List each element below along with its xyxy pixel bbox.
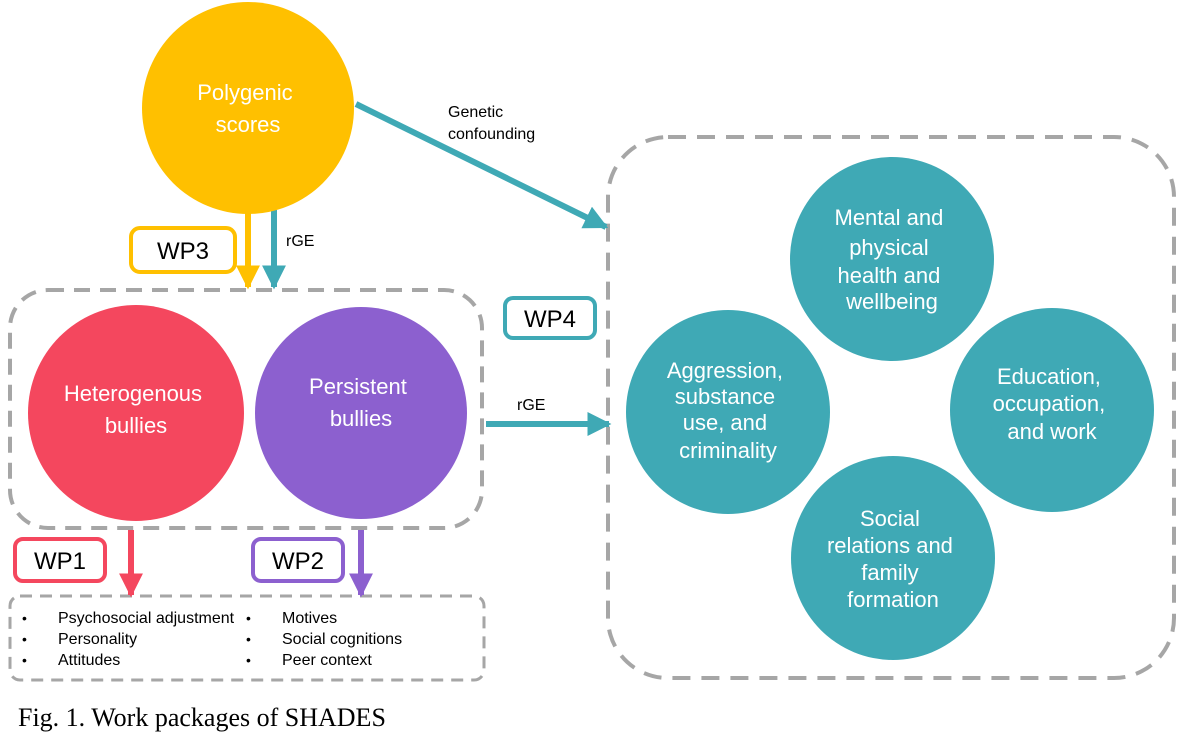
mental-line-3: health and — [838, 263, 941, 288]
svg-text:Aggression, substance: Aggression, substance use, and criminali… — [667, 358, 789, 463]
figure-caption: Fig. 1. Work packages of SHADES — [18, 703, 386, 732]
bullet-dot: • — [22, 610, 27, 626]
education-line-3: and work — [1007, 419, 1097, 444]
svg-text:Social relations and: Social relations and family formation — [827, 506, 959, 612]
left-factors-list: • • • Psychosocial adjustment Personalit… — [22, 610, 235, 669]
bullet-dot: • — [246, 631, 251, 647]
persistent-line-2: bullies — [330, 406, 392, 431]
mental-line-4: wellbeing — [845, 289, 938, 314]
wp4-label: WP4 — [503, 296, 597, 340]
persistent-bullies-node: Persistent bullies — [255, 307, 467, 519]
genetic-confounding-label: Genetic confounding — [448, 104, 535, 143]
bullet-dot: • — [246, 652, 251, 668]
education-line-1: Education, — [997, 364, 1101, 389]
svg-text:Heterogenous bullies: Heterogenous bullies — [64, 381, 208, 438]
genetic-confounding-arrow — [354, 101, 609, 230]
social-line-2: relations and — [827, 533, 953, 558]
outcomes-group-box — [606, 135, 1176, 680]
aggression-line-4: criminality — [679, 438, 777, 463]
heterogenous-line-1: Heterogenous — [64, 381, 202, 406]
aggression-line-3: use, and — [683, 410, 767, 435]
factors-list-box — [8, 594, 486, 682]
wp2-text: WP2 — [272, 548, 324, 575]
aggression-line-2: substance — [675, 384, 775, 409]
svg-text:Education, occupation,: Education, occupation, and work — [993, 364, 1112, 444]
list-item: Peer context — [282, 652, 372, 669]
persistent-line-1: Persistent — [309, 374, 407, 399]
heterogenous-line-2: bullies — [105, 413, 167, 438]
svg-text:Polygenic scores: Polygenic scores — [197, 80, 299, 137]
wp1-text: WP1 — [34, 548, 86, 575]
heterogenous-bullies-node: Heterogenous bullies — [28, 305, 244, 521]
social-line-4: formation — [847, 587, 939, 612]
mental-line-1: Mental and — [835, 205, 944, 230]
wp4-text: WP4 — [524, 306, 576, 333]
list-item: Social cognitions — [282, 631, 402, 648]
list-item: Attitudes — [58, 652, 120, 669]
list-item: Personality — [58, 631, 137, 648]
polygenic-line-1: Polygenic — [197, 80, 292, 105]
bullet-dot: • — [22, 652, 27, 668]
polygenic-line-2: scores — [216, 112, 281, 137]
bullet-dot: • — [22, 631, 27, 647]
mental-line-2: physical — [849, 235, 928, 260]
wp3-label: WP3 — [129, 226, 237, 274]
social-line-3: family — [861, 560, 918, 585]
list-item: Psychosocial adjustment — [58, 610, 235, 627]
svg-text:Mental and physical: Mental and physical health and wellbeing — [835, 205, 950, 314]
education-node: Education, occupation, and work — [950, 308, 1154, 512]
bullies-group-box — [8, 288, 484, 530]
aggression-node: Aggression, substance use, and criminali… — [626, 310, 830, 514]
wp2-label: WP2 — [251, 537, 345, 583]
svg-text:Persistent bullies: Persistent bullies — [309, 374, 413, 431]
bullet-dot: • — [246, 610, 251, 626]
mental-health-node: Mental and physical health and wellbeing — [790, 157, 994, 361]
aggression-line-1: Aggression, — [667, 358, 783, 383]
rge-mid-label: rGE — [517, 397, 545, 414]
right-factors-list: • • • Motives Social cognitions Peer con… — [246, 610, 402, 669]
rge-top-label: rGE — [286, 233, 314, 250]
wp3-text: WP3 — [157, 238, 209, 265]
social-relations-node: Social relations and family formation — [791, 456, 995, 660]
wp1-label: WP1 — [13, 537, 107, 583]
education-line-2: occupation, — [993, 391, 1106, 416]
social-line-1: Social — [860, 506, 920, 531]
list-item: Motives — [282, 610, 337, 627]
polygenic-scores-node: Polygenic scores — [142, 2, 354, 214]
